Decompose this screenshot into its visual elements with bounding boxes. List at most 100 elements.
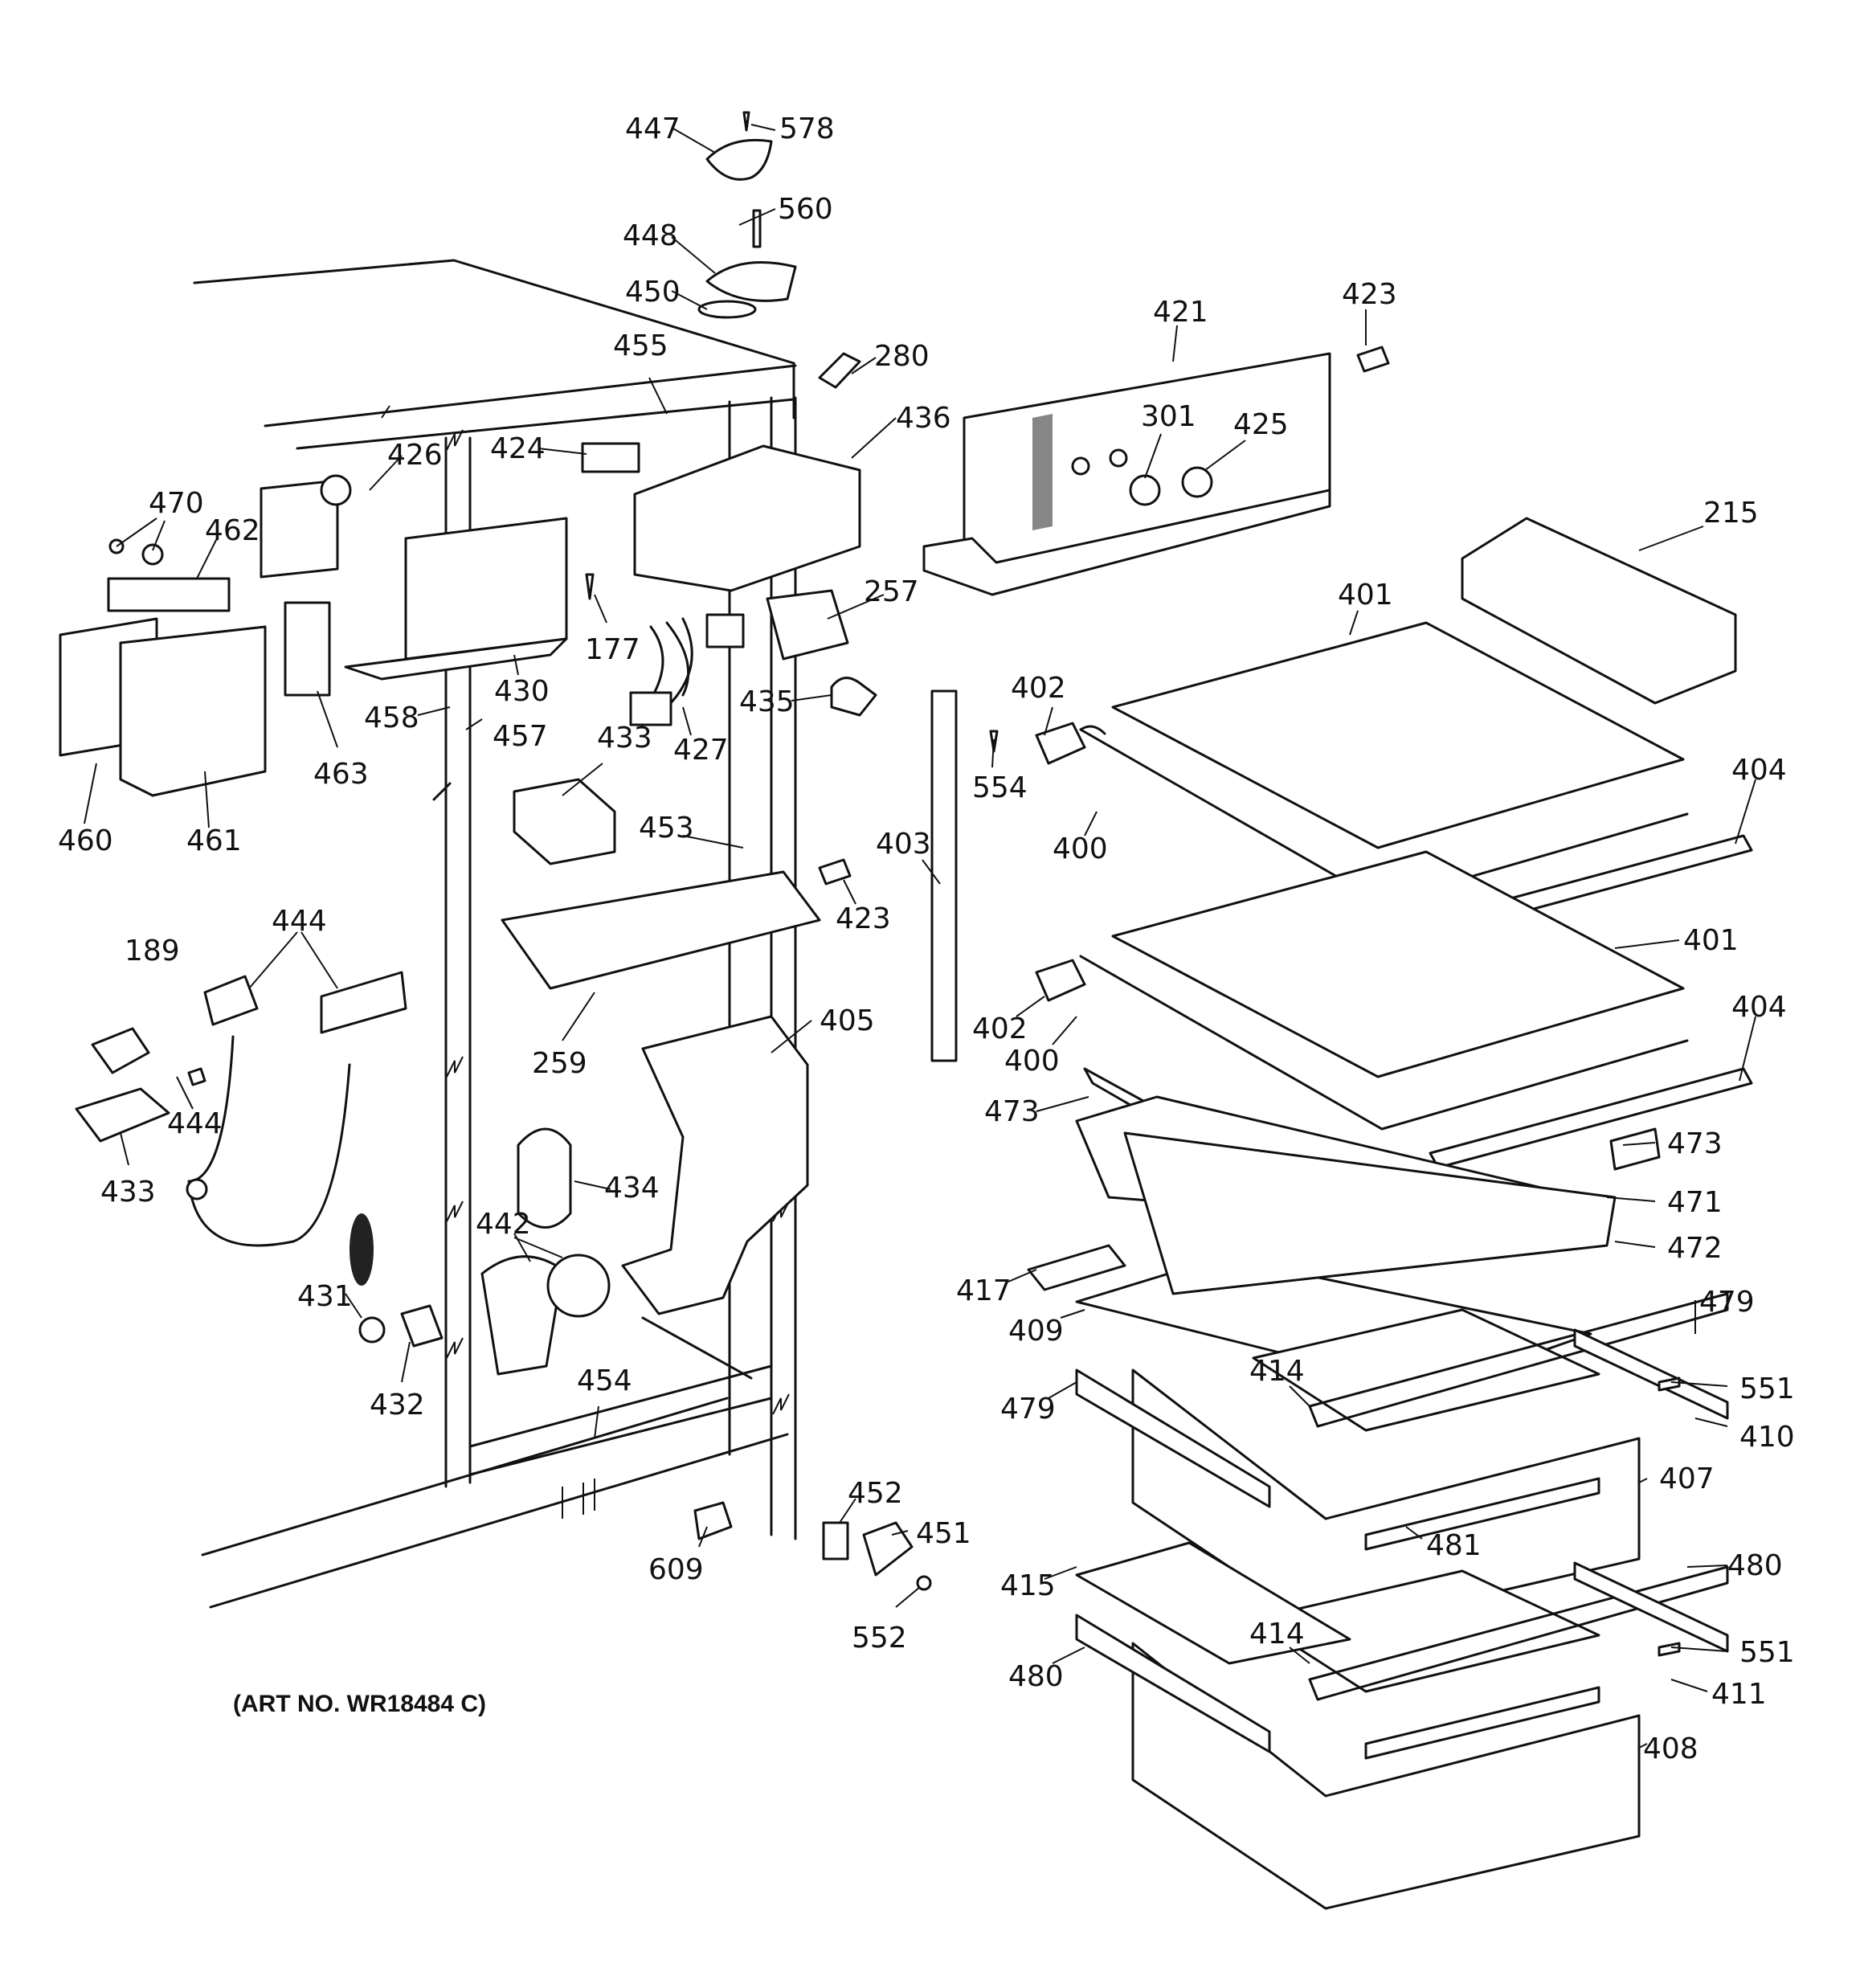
part-label-472: 472 (1667, 1232, 1723, 1265)
part-label-552: 552 (852, 1622, 907, 1655)
fan-433 (513, 778, 616, 865)
screw-551-upper (1658, 1376, 1681, 1392)
part-label-400b: 400 (1004, 1045, 1060, 1078)
part-label-400a: 400 (1053, 832, 1108, 865)
part-label-407: 407 (1659, 1462, 1715, 1495)
crisper-pan-407 (1131, 1368, 1641, 1633)
part-label-442: 442 (476, 1208, 531, 1241)
part-label-481: 481 (1426, 1529, 1482, 1562)
shelves (930, 621, 1753, 1169)
art-number-caption: (ART NO. WR18484 C) (233, 1691, 486, 1717)
damper-426 (260, 479, 339, 579)
part-label-480a: 480 (1727, 1549, 1783, 1582)
grommet-431 (358, 1316, 386, 1344)
shelf-support-423 (818, 858, 852, 886)
screw-560 (752, 209, 762, 248)
knob-301 (1129, 474, 1161, 506)
part-label-471: 471 (1667, 1186, 1723, 1219)
part-label-414a: 414 (1249, 1355, 1305, 1388)
duct-cover-259 (501, 870, 821, 990)
part-label-457: 457 (493, 720, 548, 753)
slide-473 (1609, 1127, 1661, 1171)
part-label-404a: 404 (1731, 754, 1787, 787)
part-label-411: 411 (1711, 1678, 1767, 1711)
part-label-461: 461 (186, 824, 242, 857)
part-label-433a: 433 (597, 722, 652, 755)
bin-215 (1461, 517, 1737, 705)
part-label-448: 448 (623, 219, 678, 252)
crisper-pan-408 (1131, 1642, 1641, 1910)
part-label-417: 417 (956, 1274, 1012, 1307)
divider-417 (1027, 1244, 1126, 1291)
part-label-479b: 479 (1000, 1393, 1056, 1426)
part-label-215: 215 (1703, 497, 1759, 530)
part-label-177: 177 (585, 633, 640, 666)
part-label-436: 436 (896, 402, 951, 435)
bracket-452 (822, 1521, 849, 1561)
screw-552 (916, 1575, 932, 1591)
housing-461 (119, 625, 267, 797)
screw-578 (742, 111, 750, 132)
switch-609 (693, 1501, 733, 1540)
housing-430 (404, 517, 568, 661)
bracket-451 (862, 1521, 914, 1577)
duct-405 (621, 1015, 809, 1315)
shelf-bracket-402-upper (1035, 722, 1086, 765)
shelf-bracket-402-lower (1035, 959, 1086, 1002)
part-label-431: 431 (297, 1280, 353, 1313)
part-number-labels: 447 578 560 448 450 455 280 436 424 426 … (58, 112, 1795, 1765)
part-label-415: 415 (1000, 1569, 1056, 1602)
part-label-578: 578 (779, 112, 835, 145)
glass-shelf-401-upper (1111, 621, 1685, 849)
part-label-551b: 551 (1739, 1636, 1795, 1669)
part-label-423b: 423 (1342, 278, 1397, 311)
part-label-401b: 401 (1683, 924, 1739, 957)
bracket-433b (75, 1087, 170, 1143)
part-label-427: 427 (673, 734, 729, 767)
part-label-444b: 444 (167, 1107, 223, 1140)
cover-436 (633, 444, 861, 592)
part-label-452: 452 (848, 1477, 903, 1510)
part-label-402a: 402 (1011, 672, 1066, 705)
top-hinge-assembly (697, 111, 861, 389)
part-label-402b: 402 (972, 1012, 1028, 1045)
part-label-434: 434 (604, 1172, 660, 1205)
part-label-421: 421 (1153, 296, 1208, 329)
part-label-609: 609 (648, 1553, 704, 1586)
part-label-405: 405 (820, 1004, 875, 1037)
part-label-403: 403 (876, 828, 931, 861)
cap-280 (818, 352, 861, 389)
rail-479-left (1075, 1368, 1271, 1508)
part-label-257: 257 (864, 575, 919, 608)
part-label-301: 301 (1141, 400, 1196, 433)
bracket-462 (107, 577, 231, 612)
fitting-189 (91, 1027, 150, 1074)
light-socket-435 (830, 677, 877, 717)
part-label-435: 435 (739, 685, 795, 718)
part-label-444a: 444 (272, 905, 327, 938)
part-label-450: 450 (625, 276, 681, 309)
hinge-448 (705, 261, 797, 302)
part-label-259: 259 (532, 1047, 587, 1080)
crisper-front-472 (1123, 1131, 1617, 1295)
middle-parts (75, 870, 932, 1591)
part-label-423a: 423 (836, 902, 891, 935)
grommet-432 (400, 1304, 444, 1348)
shim-450 (697, 300, 757, 319)
leader-lines (84, 124, 1756, 1749)
part-label-479a: 479 (1699, 1286, 1755, 1319)
upper-control-parts (59, 442, 877, 886)
part-label-473b: 473 (1667, 1127, 1723, 1160)
part-label-401a: 401 (1338, 579, 1393, 612)
glass-415 (1075, 1541, 1351, 1665)
part-label-551a: 551 (1739, 1372, 1795, 1405)
rail-480-left (1075, 1614, 1271, 1753)
part-label-455: 455 (613, 329, 668, 362)
part-label-414b: 414 (1249, 1618, 1305, 1651)
part-label-426: 426 (387, 439, 443, 472)
grille-434 (517, 1127, 572, 1229)
switch-424 (581, 442, 640, 473)
clip-444b (187, 1067, 206, 1086)
part-label-424: 424 (490, 432, 546, 465)
